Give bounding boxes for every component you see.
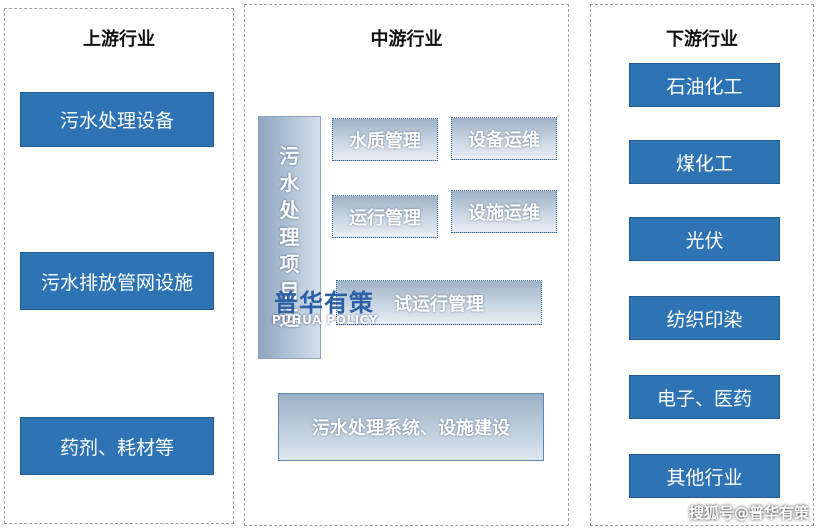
upstream-item-chemicals: 药剂、耗材等 bbox=[20, 417, 214, 475]
watermark-logo-text: 普华有策 bbox=[274, 289, 374, 317]
upstream-item-equipment: 污水处理设备 bbox=[20, 92, 214, 147]
downstream-item-other: 其他行业 bbox=[629, 454, 780, 498]
watermark-logo-subtext: PUHUA POLICY bbox=[272, 313, 379, 327]
operation-management-box: 运行管理 bbox=[332, 195, 438, 238]
downstream-item-coal-chemical: 煤化工 bbox=[629, 140, 780, 184]
downstream-item-textile-dyeing: 纺织印染 bbox=[629, 296, 780, 340]
project-operation-label: 污水处理项目运 bbox=[279, 144, 300, 330]
source-credit: 搜狐号@普华有策 bbox=[688, 504, 809, 522]
downstream-title: 下游行业 bbox=[666, 29, 738, 50]
construction-box: 污水处理系统、设施建设 bbox=[278, 393, 544, 461]
midstream-title: 中游行业 bbox=[370, 29, 443, 50]
upstream-item-pipe-network: 污水排放管网设施 bbox=[20, 252, 214, 310]
downstream-item-electronics-pharma: 电子、医药 bbox=[629, 375, 780, 419]
facility-om-box: 设施运维 bbox=[451, 190, 557, 233]
project-operation-box: 污水处理项目运 bbox=[258, 116, 321, 359]
trial-operation-box: 试运行管理 bbox=[336, 280, 542, 325]
upstream-title: 上游行业 bbox=[83, 29, 155, 50]
equipment-om-box: 设备运维 bbox=[451, 117, 557, 160]
downstream-item-photovoltaic: 光伏 bbox=[629, 217, 780, 261]
downstream-item-petrochemical: 石油化工 bbox=[629, 63, 780, 107]
water-quality-box: 水质管理 bbox=[332, 118, 438, 161]
